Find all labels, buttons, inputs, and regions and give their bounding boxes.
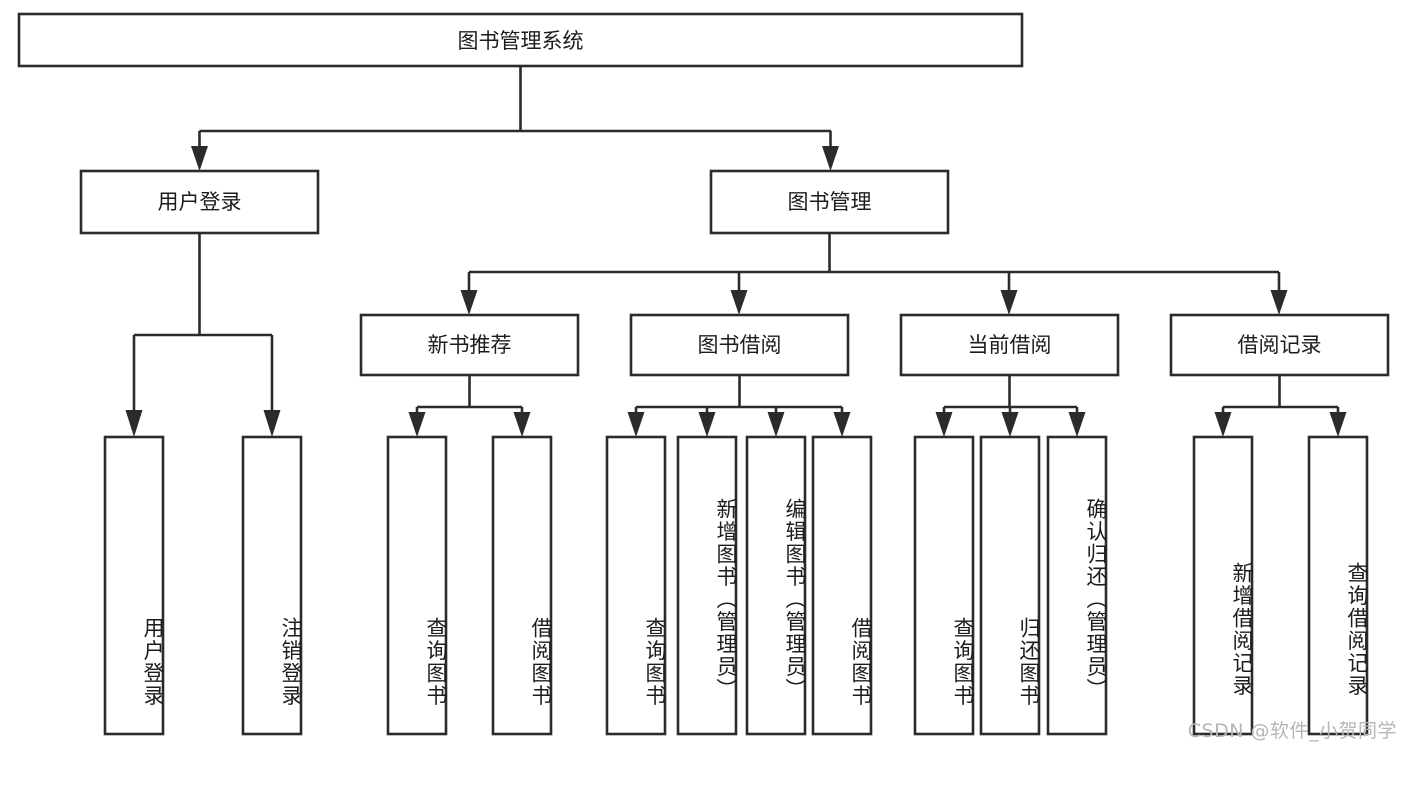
connector-root-to-level2 bbox=[191, 66, 839, 171]
arrow-head-leaf-confirm-return bbox=[1068, 412, 1086, 437]
node-current-borrow-label: 当前借阅 bbox=[968, 333, 1052, 357]
node-leaf-query-book-1[interactable] bbox=[386, 435, 448, 736]
arrow-head-leaf-query-book-3 bbox=[935, 412, 953, 437]
arrow-head-leaf-query-record bbox=[1329, 412, 1347, 437]
node-book-manage[interactable] bbox=[709, 169, 950, 235]
node-root-book-management-system[interactable] bbox=[17, 12, 1024, 68]
arrow-head-leaf-logout-login bbox=[263, 410, 281, 437]
node-book-manage-label: 图书管理 bbox=[788, 190, 872, 214]
node-leaf-return-book[interactable] bbox=[979, 435, 1041, 736]
connector-bookmanage-to-level3 bbox=[460, 233, 1288, 315]
arrow-head-book-manage bbox=[822, 146, 839, 171]
node-leaf-confirm-return[interactable] bbox=[1046, 435, 1108, 736]
csdn-watermark: CSDN @软件_小贺同学 bbox=[1187, 720, 1397, 742]
connector-bookborrow-to-leaves bbox=[627, 375, 851, 437]
arrow-head-leaf-return-book bbox=[1001, 412, 1019, 437]
node-user-login-label: 用户登录 bbox=[158, 190, 242, 214]
node-new-book-recommend-label: 新书推荐 bbox=[428, 333, 512, 357]
arrow-head-leaf-query-book-2 bbox=[627, 412, 645, 437]
arrow-head-borrow-record bbox=[1270, 290, 1288, 315]
connector-newbook-to-leaves bbox=[408, 375, 531, 437]
node-leaf-query-book-2[interactable] bbox=[605, 435, 667, 736]
node-new-book-recommend[interactable] bbox=[359, 313, 580, 377]
arrow-head-leaf-borrow-book-2 bbox=[833, 412, 851, 437]
node-book-borrow[interactable] bbox=[629, 313, 850, 377]
node-root-label: 图书管理系统 bbox=[458, 29, 584, 53]
node-leaf-add-record[interactable] bbox=[1192, 435, 1254, 736]
node-leaf-logout-login[interactable] bbox=[241, 435, 303, 736]
node-leaf-borrow-book-2[interactable] bbox=[811, 435, 873, 736]
node-borrow-record-label: 借阅记录 bbox=[1238, 333, 1322, 357]
flowchart-svg: 图书管理系统 用户登录 图书管理 新书推荐 bbox=[17, 12, 1390, 736]
arrow-head-book-borrow bbox=[730, 290, 748, 315]
arrow-head-leaf-query-book-1 bbox=[408, 412, 426, 437]
node-leaf-add-book[interactable] bbox=[676, 435, 738, 736]
node-leaf-user-login[interactable] bbox=[103, 435, 165, 736]
arrow-head-user-login bbox=[191, 146, 208, 171]
node-leaf-borrow-book-1[interactable] bbox=[491, 435, 553, 736]
arrow-head-leaf-add-record bbox=[1214, 412, 1232, 437]
connector-currentborrow-to-leaves bbox=[935, 375, 1086, 437]
node-leaf-query-record[interactable] bbox=[1307, 435, 1369, 736]
connector-borrowrecord-to-leaves bbox=[1214, 375, 1347, 437]
connector-user-login-to-leaves bbox=[125, 233, 281, 437]
flowchart-canvas: 图书管理系统 用户登录 图书管理 新书推荐 bbox=[17, 12, 1397, 742]
node-leaf-query-book-3[interactable] bbox=[913, 435, 975, 736]
arrow-head-current-borrow bbox=[1000, 290, 1018, 315]
arrow-head-leaf-user-login bbox=[125, 410, 143, 437]
node-leaf-edit-book[interactable] bbox=[745, 435, 807, 736]
node-current-borrow[interactable] bbox=[899, 313, 1120, 377]
arrow-head-new-book-recommend bbox=[460, 290, 478, 315]
arrow-head-leaf-add-book bbox=[698, 412, 716, 437]
node-book-borrow-label: 图书借阅 bbox=[698, 333, 782, 357]
node-borrow-record[interactable] bbox=[1169, 313, 1390, 377]
arrow-head-leaf-borrow-book-1 bbox=[513, 412, 531, 437]
arrow-head-leaf-edit-book bbox=[767, 412, 785, 437]
